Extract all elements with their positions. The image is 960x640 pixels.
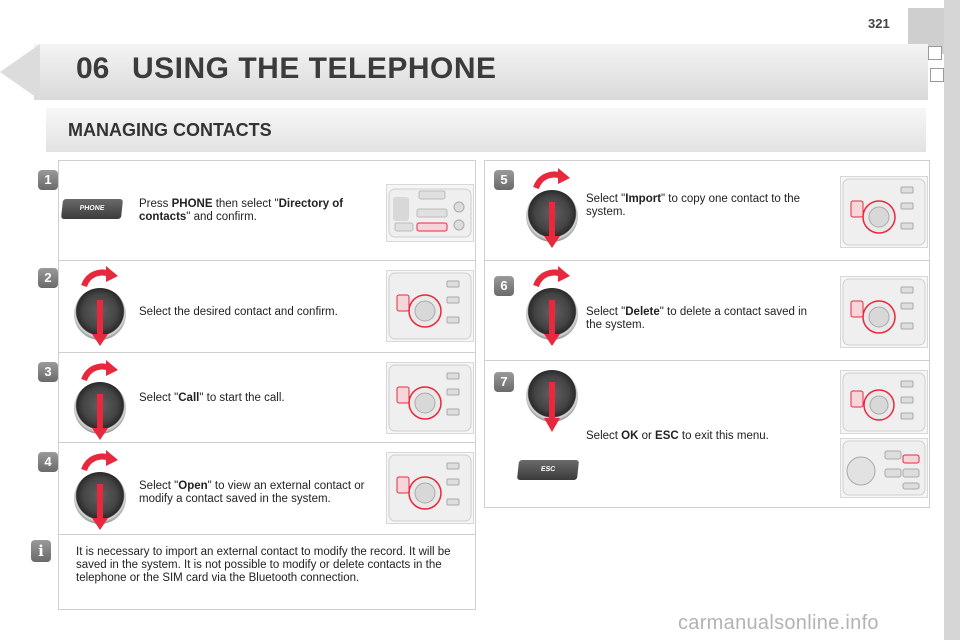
row-divider xyxy=(58,534,476,535)
section-title: MANAGING CONTACTS xyxy=(68,120,272,140)
row-divider xyxy=(58,352,476,353)
audio-panel-image xyxy=(840,438,928,498)
step-badge: 2 xyxy=(38,268,58,288)
step-badge: 7 xyxy=(494,372,514,392)
watermark: carmanualsonline.info xyxy=(678,612,879,634)
knob-press-image xyxy=(526,370,578,432)
knob-press-image xyxy=(74,266,126,346)
knob-press-image xyxy=(526,168,578,248)
step-3-text: Select "Call" to start the call. xyxy=(139,392,285,404)
chapter-number: 06 xyxy=(76,52,110,85)
row-divider xyxy=(58,260,476,261)
step-2-text: Select the desired contact and confirm. xyxy=(139,306,338,318)
step-badge: 6 xyxy=(494,276,514,296)
step-badge: 5 xyxy=(494,170,514,190)
dial-panel-image xyxy=(386,362,474,434)
step-1-text: Press PHONE then select "Directory of co… xyxy=(139,198,344,223)
dial-panel-image xyxy=(840,370,928,434)
tab-square-icon xyxy=(928,46,942,60)
chapter-title: USING THE TELEPHONE xyxy=(132,52,497,85)
header-band xyxy=(34,44,928,100)
right-margin-strip xyxy=(944,0,960,640)
step-7-text: Select OK or ESC to exit this menu. xyxy=(586,430,769,442)
step-badge: 3 xyxy=(38,362,58,382)
step-4-text: Select "Open" to view an external contac… xyxy=(139,480,365,505)
info-icon: i xyxy=(31,540,51,562)
row-divider xyxy=(58,442,476,443)
row-divider xyxy=(484,360,930,361)
knob-press-image xyxy=(526,266,578,346)
header-arrow-decoration xyxy=(0,44,40,100)
info-note: It is necessary to import an external co… xyxy=(76,546,451,584)
page-number: 321 xyxy=(868,16,890,31)
radio-panel-image xyxy=(386,184,474,242)
dial-panel-image xyxy=(386,452,474,524)
step-badge: 4 xyxy=(38,452,58,472)
dial-panel-image xyxy=(840,276,928,348)
step-badge: 1 xyxy=(38,170,58,190)
knob-press-image xyxy=(74,360,126,440)
step-6-text: Select "Delete" to delete a contact save… xyxy=(586,306,808,331)
row-divider xyxy=(484,260,930,261)
phone-button-image: PHONE xyxy=(60,199,124,219)
step-5-text: Select "Import" to copy one contact to t… xyxy=(586,193,801,218)
dial-panel-image xyxy=(840,176,928,248)
tab-square-icon xyxy=(930,68,944,82)
knob-press-image xyxy=(74,450,126,530)
esc-button-image: ESC xyxy=(516,460,580,480)
section-band xyxy=(46,108,926,152)
dial-panel-image xyxy=(386,270,474,342)
